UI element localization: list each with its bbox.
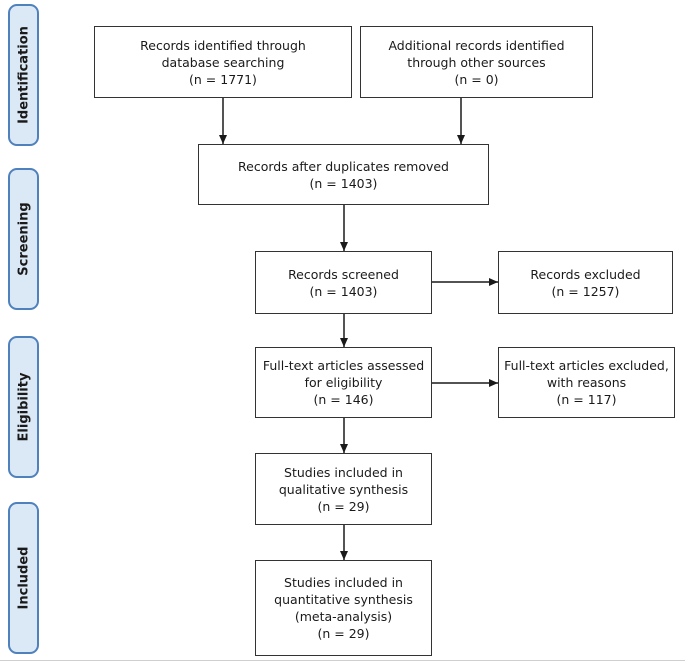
records-excluded-line1: Records excluded xyxy=(530,266,641,282)
box-qualitative-synthesis: Studies included in qualitative synthesi… xyxy=(255,453,432,525)
stage-eligibility: Eligibility xyxy=(8,336,39,478)
other-sources-line2: through other sources xyxy=(407,54,546,70)
records-excluded-count: (n = 1257) xyxy=(551,283,620,299)
other-sources-count: (n = 0) xyxy=(454,71,499,87)
records-screened-count: (n = 1403) xyxy=(309,283,378,299)
stage-screening: Screening xyxy=(8,168,39,310)
box-records-excluded: Records excluded (n = 1257) xyxy=(498,251,673,314)
database-search-line2: database searching xyxy=(161,54,285,70)
qualitative-line1: Studies included in xyxy=(284,464,403,480)
bottom-divider xyxy=(0,660,685,661)
after-duplicates-line1: Records after duplicates removed xyxy=(238,158,449,174)
quantitative-line2: quantitative synthesis xyxy=(274,592,413,607)
quantitative-line1: Studies included in xyxy=(284,575,403,590)
after-duplicates-count: (n = 1403) xyxy=(309,175,378,191)
database-search-count: (n = 1771) xyxy=(189,71,257,87)
box-other-sources: Additional records identified through ot… xyxy=(360,26,593,98)
fulltext-excluded-count: (n = 117) xyxy=(556,392,617,407)
fulltext-assessed-line2: for eligibility xyxy=(304,375,383,390)
box-quantitative-synthesis: Studies included in quantitative synthes… xyxy=(255,560,432,656)
box-after-duplicates: Records after duplicates removed (n = 14… xyxy=(198,144,489,205)
stage-included: Included xyxy=(8,502,39,654)
box-records-screened: Records screened (n = 1403) xyxy=(255,251,432,314)
records-screened-line1: Records screened xyxy=(288,266,399,282)
fulltext-excluded-line2: with reasons xyxy=(546,375,627,390)
qualitative-count: (n = 29) xyxy=(317,498,370,514)
box-fulltext-assessed: Full-text articles assessed for eligibil… xyxy=(255,347,432,418)
quantitative-line3: (meta-analysis) xyxy=(294,609,393,624)
quantitative-count: (n = 29) xyxy=(317,626,370,641)
qualitative-line2: qualitative synthesis xyxy=(278,481,409,497)
fulltext-assessed-count: (n = 146) xyxy=(313,392,374,407)
box-fulltext-excluded: Full-text articles excluded, with reason… xyxy=(498,347,675,418)
box-database-search: Records identified through database sear… xyxy=(94,26,352,98)
database-search-line1: Records identified through xyxy=(140,37,306,53)
fulltext-excluded-line1: Full-text articles excluded, xyxy=(504,358,669,373)
other-sources-line1: Additional records identified xyxy=(388,37,565,53)
stage-identification: Identification xyxy=(8,4,39,146)
fulltext-assessed-line1: Full-text articles assessed xyxy=(262,358,425,373)
